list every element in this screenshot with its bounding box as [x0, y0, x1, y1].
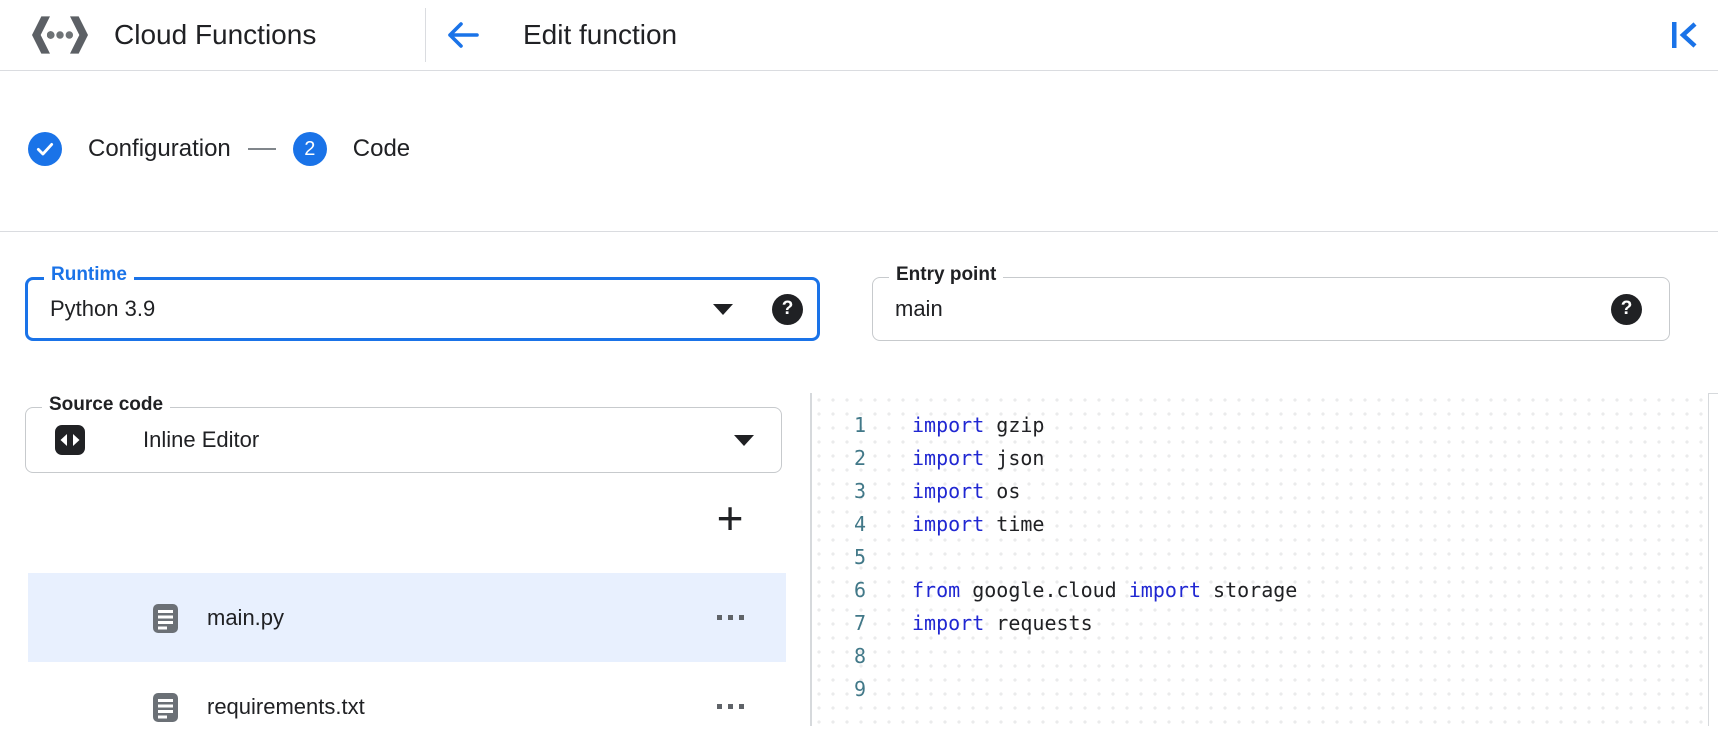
- line-number: 1: [853, 412, 866, 437]
- code-token: requests: [984, 610, 1093, 635]
- line-number: 9: [853, 676, 866, 701]
- collapse-panel-button[interactable]: [1666, 17, 1704, 55]
- step-connector: [247, 148, 276, 150]
- line-number: 8: [853, 643, 866, 668]
- code-token: google.cloud: [960, 577, 1129, 602]
- code-line: 7 import requests: [812, 606, 1708, 639]
- step-configuration[interactable]: Configuration: [28, 132, 231, 166]
- editor-right-border: [1708, 393, 1709, 726]
- code-token: import: [912, 445, 985, 470]
- code-token: os: [984, 478, 1021, 503]
- runtime-select[interactable]: Runtime Python 3.9 ?: [25, 263, 820, 341]
- source-code-label: Source code: [42, 393, 171, 417]
- back-arrow-icon: [448, 21, 479, 48]
- editor-divider: [810, 393, 812, 726]
- file-icon: [153, 692, 178, 722]
- code-token: gzip: [984, 412, 1045, 437]
- code-token: import: [912, 511, 985, 536]
- stepper: Configuration 2 Code: [28, 129, 410, 169]
- code-line: 6 from google.cloud import storage: [812, 573, 1708, 606]
- entry-point-label: Entry point: [889, 263, 1004, 287]
- code-line: 8: [812, 639, 1708, 672]
- code-token: import: [912, 478, 985, 503]
- file-icon: [153, 603, 178, 633]
- back-button[interactable]: [443, 17, 481, 55]
- code-line: 5: [812, 540, 1708, 573]
- entry-point-value: main: [895, 296, 943, 321]
- code-line: 4 import time: [812, 507, 1708, 540]
- code-token: time: [984, 511, 1045, 536]
- step-complete-icon: [28, 132, 62, 166]
- code-line: 2 import json: [812, 441, 1708, 474]
- file-list: main.py requirements.txt: [28, 573, 786, 751]
- line-number: 5: [853, 544, 866, 569]
- inline-editor-icon: [55, 425, 85, 455]
- step-label: Code: [352, 135, 411, 162]
- line-number: 7: [853, 610, 866, 635]
- chevron-down-icon: [734, 435, 754, 446]
- chevron-down-icon: [713, 304, 733, 315]
- code-editor[interactable]: 1 import gzip 2 import json 3 import os 4 impor…: [812, 393, 1708, 726]
- code-token: storage: [1201, 577, 1298, 602]
- file-more-options-icon[interactable]: [717, 703, 744, 709]
- step-label: Configuration: [88, 135, 231, 162]
- code-token: json: [984, 445, 1045, 470]
- collapse-panel-icon: [1672, 21, 1697, 48]
- add-file-button[interactable]: +: [706, 494, 754, 542]
- runtime-help-icon[interactable]: ?: [772, 293, 803, 325]
- source-code-select[interactable]: Source code Inline Editor: [25, 393, 782, 473]
- code-token: import: [1128, 577, 1201, 602]
- line-number: 6: [853, 577, 866, 602]
- runtime-label: Runtime: [44, 263, 134, 287]
- page-title: Edit function: [523, 19, 678, 50]
- file-row-main.py[interactable]: main.py: [28, 573, 786, 662]
- entry-point-field[interactable]: Entry point main ?: [872, 263, 1670, 341]
- file-row-requirements.txt[interactable]: requirements.txt: [28, 662, 786, 751]
- code-line: 9: [812, 672, 1708, 705]
- source-code-value: Inline Editor: [143, 427, 260, 452]
- runtime-value: Python 3.9: [50, 296, 156, 321]
- file-name: requirements.txt: [207, 693, 365, 719]
- step-code[interactable]: 2 Code: [292, 132, 411, 166]
- code-token: import: [912, 412, 985, 437]
- entry-point-help-icon[interactable]: ?: [1611, 293, 1642, 325]
- section-divider: [0, 231, 1718, 232]
- code-token: from: [912, 577, 961, 602]
- line-number: 2: [853, 445, 866, 470]
- file-more-options-icon[interactable]: [717, 614, 744, 620]
- editor-top-border: [1708, 393, 1718, 394]
- code-lines: 1 import gzip 2 import json 3 import os 4 impor…: [812, 408, 1708, 705]
- add-file-icon: +: [716, 492, 744, 544]
- line-number: 4: [853, 511, 866, 536]
- step-number-badge: 2: [292, 132, 327, 166]
- file-name: main.py: [207, 604, 285, 630]
- code-token: import: [912, 610, 985, 635]
- product-title: Cloud Functions: [114, 19, 317, 50]
- code-line: 1 import gzip: [812, 408, 1708, 441]
- header-divider: [425, 8, 426, 62]
- app-header: Cloud Functions Edit function: [0, 0, 1718, 71]
- line-number: 3: [853, 478, 866, 503]
- cloud-functions-logo: [32, 16, 88, 54]
- code-line: 3 import os: [812, 474, 1708, 507]
